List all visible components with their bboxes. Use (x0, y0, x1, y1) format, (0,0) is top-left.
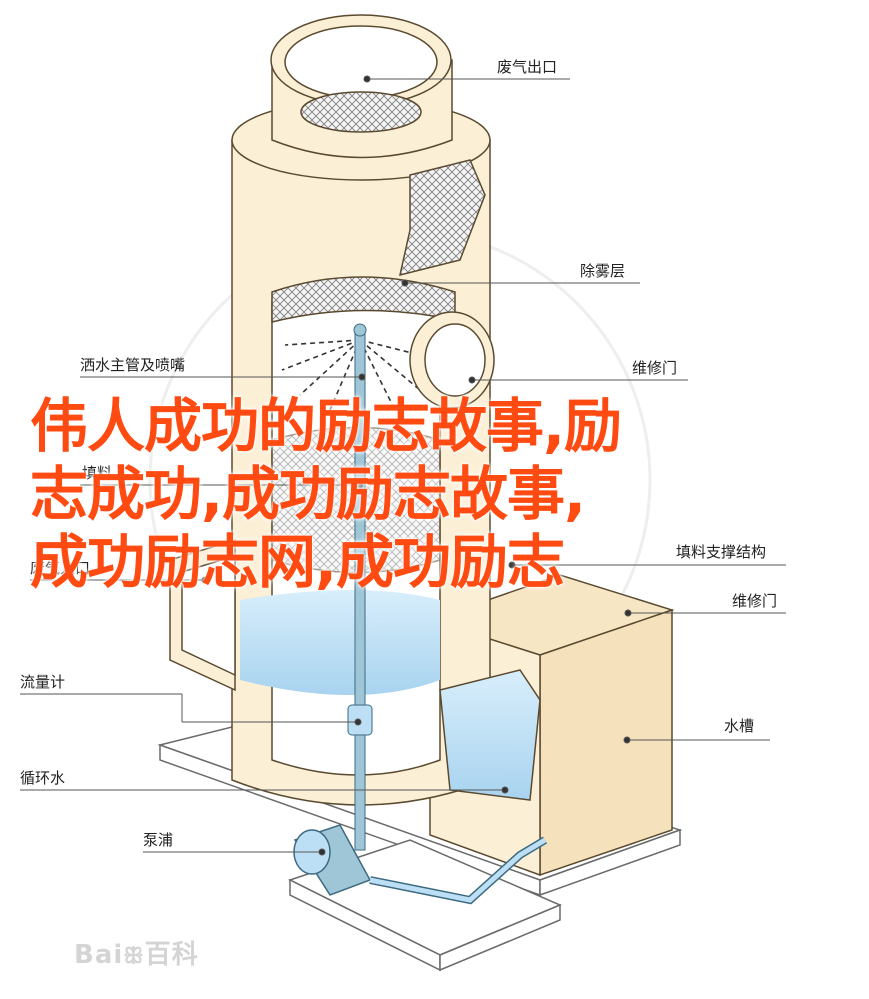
overlay-title: 伟人成功的励志故事,励 志成功,成功励志故事, 成功励志网,成功励志 (30, 392, 622, 596)
tower-body (231, 14, 541, 806)
label-packing: 填料 (82, 464, 112, 482)
label-flow-meter: 流量计 (20, 673, 65, 691)
exhaust-inlet-duct (169, 538, 236, 692)
label-pump: 泵浦 (143, 831, 173, 849)
label-demister: 除雾层 (580, 262, 625, 280)
watermark: Baiꕥ百科 (74, 934, 199, 971)
label-service-door-lower: 维修门 (732, 592, 777, 610)
label-circulating-water: 循环水 (20, 769, 65, 787)
watermark-brand: Bai (74, 940, 124, 970)
label-spray-nozzle: 洒水主管及喷嘴 (80, 356, 185, 374)
label-exhaust-outlet: 废气出口 (497, 58, 557, 76)
watermark-suffix: 百科 (144, 940, 199, 970)
label-packing-support: 填料支撑结构 (676, 543, 766, 561)
leader-lines (20, 75, 786, 856)
label-water-tank: 水槽 (724, 717, 754, 735)
label-exhaust-inlet: 废气入口 (30, 559, 90, 577)
label-service-door-upper: 维修门 (632, 359, 677, 377)
baidu-paw-icon: ꕥ (123, 944, 145, 969)
pump (293, 824, 548, 905)
